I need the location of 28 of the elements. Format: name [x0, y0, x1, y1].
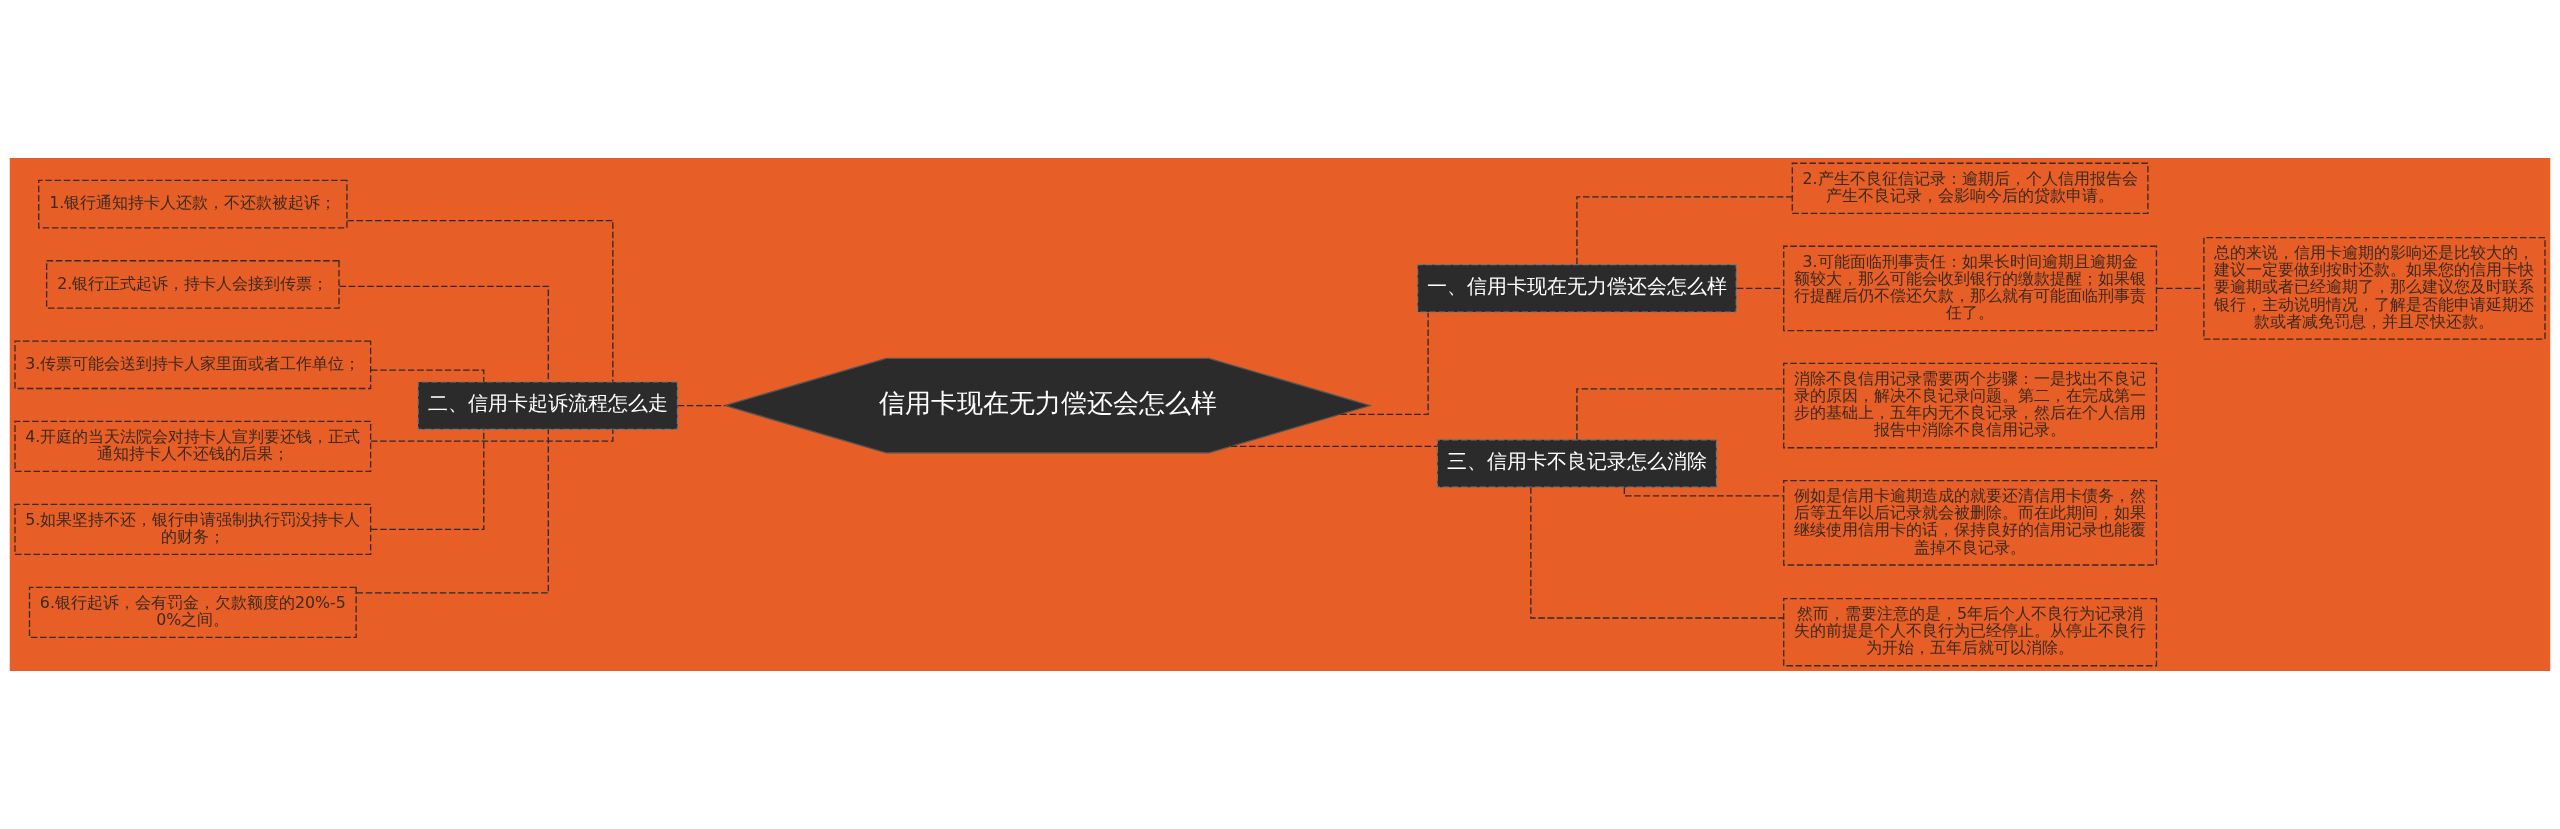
node-box: 一、信用卡现在无力偿还会怎么样 [1416, 264, 1737, 313]
connector [1576, 196, 1793, 265]
node-box: 3.传票可能会送到持卡人家里面或者工作单位； [14, 340, 372, 390]
connector [1576, 388, 1784, 441]
node-box: 2.银行正式起诉，持卡人会接到传票； [45, 260, 340, 309]
connector [355, 428, 549, 594]
node-box: 消除不良信用记录需要两个步骤：一是找出不良记录的原因，解决不良记录问题。第二，在完成第一步的基础上，五年内无不良记录，然后在个人信用报告中消除不良信用记录。 [1783, 362, 2158, 449]
connector [677, 404, 726, 407]
node-box: 2.产生不良征信记录：逾期后，个人信用报告会产生不良记录，会影响今后的贷款申请。 [1791, 162, 2149, 214]
node-box: 二、信用卡起诉流程怎么走 [417, 381, 679, 430]
connector [370, 428, 485, 531]
node-box: 3.可能面临刑事责任：如果长时间逾期且逾期金额较大，那么可能会收到银行的缴款提醒；如果银行提醒后仍不偿还欠款，那么就有可能面临刑事责任了。 [1783, 245, 2158, 332]
connector [370, 369, 485, 383]
connector [346, 219, 614, 383]
node-box: 1.银行通知持卡人还款，不还款被起诉； [38, 179, 348, 229]
node-box: 5.如果坚持不还，银行申请强制执行罚没持卡人的财务； [14, 503, 372, 556]
node-box: 总的来说，信用卡逾期的影响还是比较大的，建议一定要做到按时还款。如果您的信用卡快要逾期或者已经逾期了，那么建议您及时联系银行，主动说明情况，了解是否能申请延期还款或者减免罚息，并且尽快还款。 [2203, 237, 2546, 340]
connector [1530, 486, 1784, 619]
node-box: 4.开庭的当天法院会对持卡人宣判要还钱，正式通知持卡人不还钱的后果； [14, 420, 372, 473]
connector [370, 428, 614, 442]
node-box: 6.银行起诉，会有罚金，欠款额度的20%-50%之间。 [28, 586, 357, 639]
connector [1623, 486, 1785, 497]
node-box: 三、信用卡不良记录怎么消除 [1436, 439, 1718, 488]
node-box: 例如是信用卡逾期造成的就要还清信用卡债务，然后等五年以后记录就会被删除。而在此期间，如果继续使用信用卡的话，保持良好的信用记录也能覆盖掉不良记录。 [1783, 480, 2158, 566]
connector [1230, 445, 1438, 448]
connector [338, 285, 549, 383]
connector [1339, 312, 1429, 416]
node-box: 然而，需要注意的是，5年后个人不良行为记录消失的前提是个人不良行为已经停止。从停止不良行为开始，五年后就可以消除。 [1783, 597, 2158, 667]
